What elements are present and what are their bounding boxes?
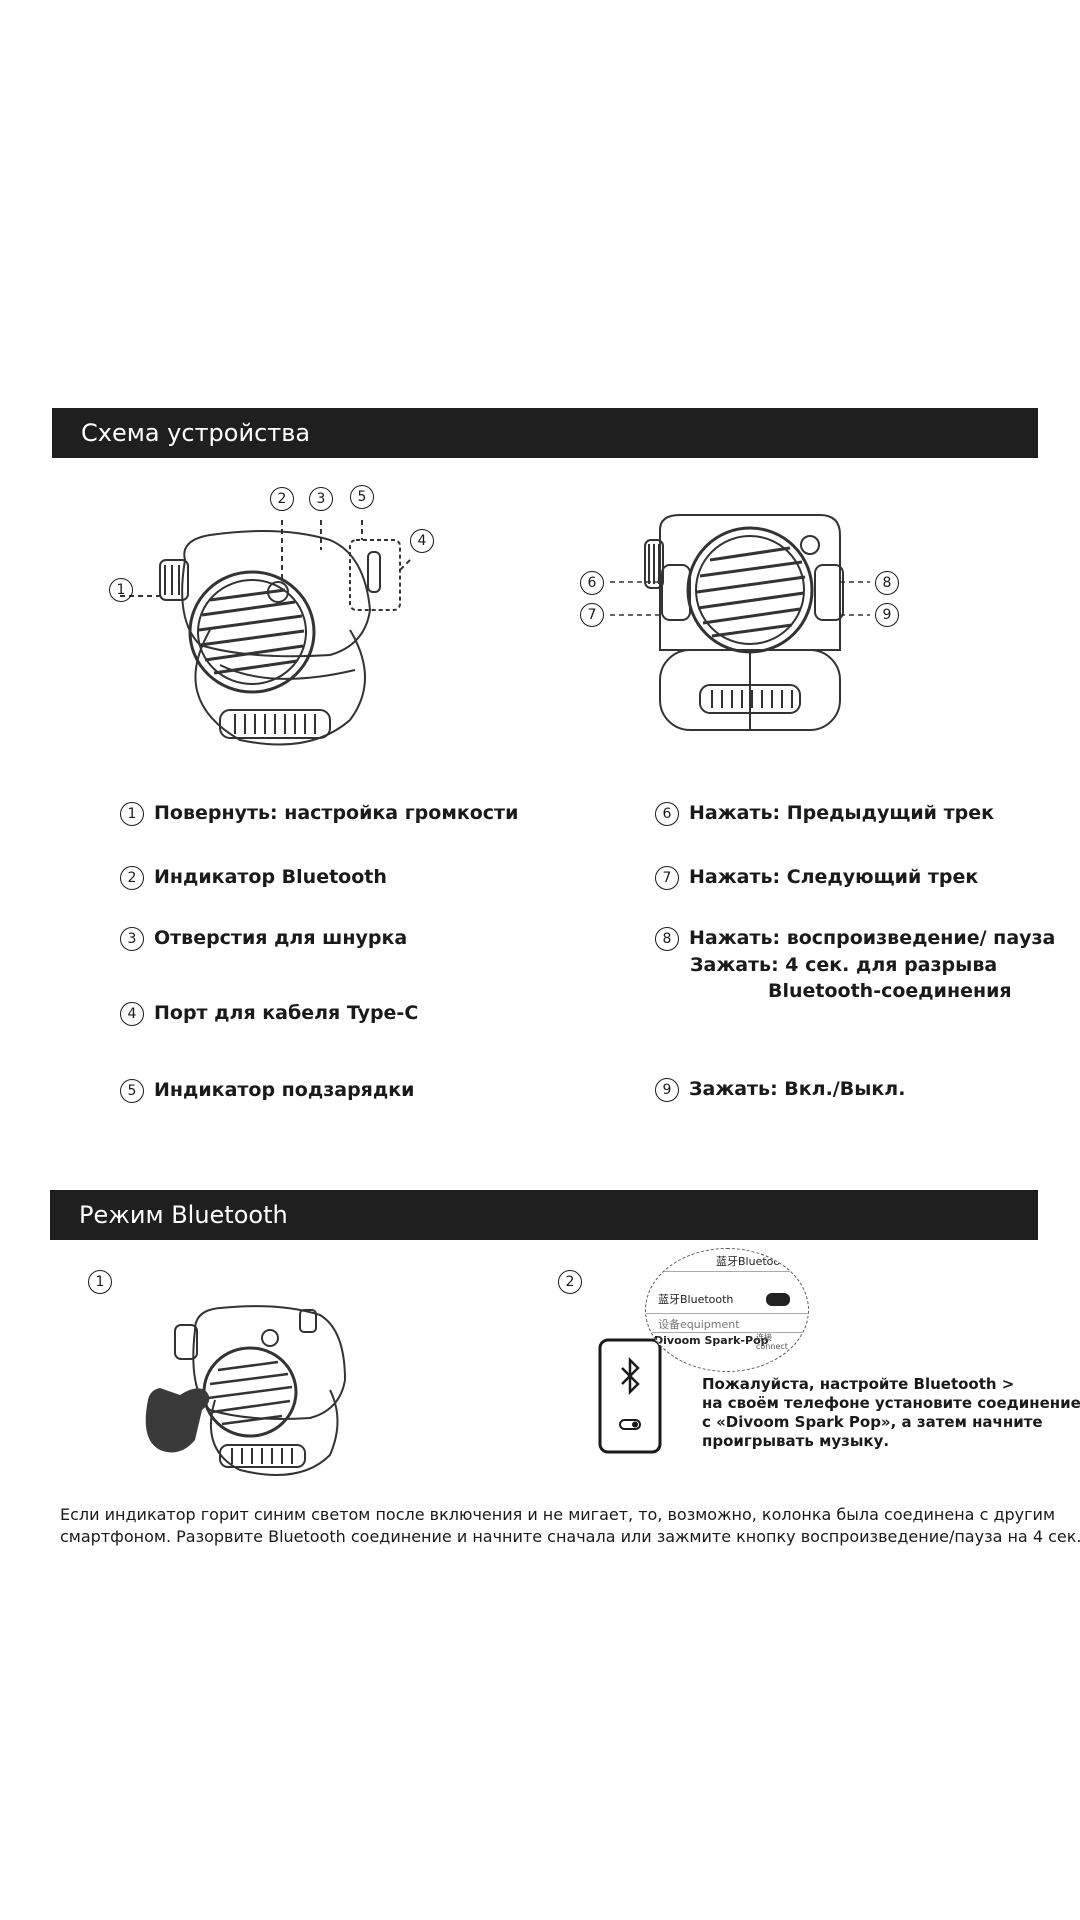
legend-item-8-line3: Bluetooth-соединения [768,978,1012,1004]
legend-text-1: Повернуть: настройка громкости [154,802,519,824]
step1-press-illustration [145,1305,347,1476]
instruction-line-3: с «Divoom Spark Pop», а затем начните [702,1413,1043,1431]
callout-9: 9 [875,603,899,627]
legend-item-9: 9 Зажать: Вкл./Выкл. [655,1076,905,1102]
bluetooth-note: Если индикатор горит синим светом после … [60,1504,1080,1548]
legend-item-4: 4 Порт для кабеля Type-C [120,1000,418,1026]
section-title-bluetooth: Режим Bluetooth [79,1201,288,1229]
legend-text-3: Отверстия для шнурка [154,927,408,949]
callout-8: 8 [875,571,899,595]
device-front-view-illustration [644,514,844,731]
bubble-header: 蓝牙Bluetooth [716,1255,792,1268]
callout-2: 2 [270,487,294,511]
instruction-line-2: на своём телефоне установите соединение [702,1394,1080,1412]
legend-item-2: 2 Индикатор Bluetooth [120,864,387,890]
section-header-bluetooth: Режим Bluetooth [50,1190,1038,1240]
legend-num-7: 7 [655,866,679,890]
bubble-connect-label: 连接 connect [756,1333,788,1351]
callout-4: 4 [410,529,434,553]
legend-text-9: Зажать: Вкл./Выкл. [689,1078,906,1100]
step-2-number: 2 [558,1270,582,1294]
legend-text-6: Нажать: Предыдущий трек [689,802,994,824]
callout-7: 7 [580,603,604,627]
legend-num-1: 1 [120,802,144,826]
section-title-device: Схема устройства [81,419,311,447]
legend-num-3: 3 [120,927,144,951]
legend-text-8-line3: Bluetooth-соединения [768,980,1012,1002]
legend-num-5: 5 [120,1079,144,1103]
instruction-line-1: Пожалуйста, настройте Bluetooth > [702,1375,1015,1393]
legend-item-5: 5 Индикатор подзарядки [120,1077,414,1103]
legend-item-3: 3 Отверстия для шнурка [120,925,407,951]
legend-item-8-line2: Зажать: 4 сек. для разрыва [690,952,997,978]
bluetooth-icon [621,1356,640,1396]
legend-item-6: 6 Нажать: Предыдущий трек [655,800,994,826]
legend-text-4: Порт для кабеля Type-C [154,1002,419,1024]
bluetooth-settings-bubble: 蓝牙Bluetooth 蓝牙Bluetooth 设备equipment Divo… [645,1248,809,1372]
callout-5: 5 [350,485,374,509]
bubble-toggle [766,1293,790,1306]
legend-text-2: Индикатор Bluetooth [154,866,387,888]
bluetooth-instructions: Пожалуйста, настройте Bluetooth > на сво… [702,1375,1080,1451]
legend-text-7: Нажать: Следующий трек [689,866,979,888]
callout-leaders-right [610,581,870,616]
callout-6: 6 [580,571,604,595]
legend-num-4: 4 [120,1002,144,1026]
step-1-number: 1 [88,1270,112,1294]
note-line-1: Если индикатор горит синим светом после … [60,1505,1056,1524]
legend-item-1: 1 Повернуть: настройка громкости [120,800,518,826]
bubble-toggle-label: 蓝牙Bluetooth [658,1293,734,1306]
legend-num-6: 6 [655,802,679,826]
phone-illustration [598,1338,662,1454]
instruction-line-4: проигрывать музыку. [702,1432,890,1450]
section-header-device: Схема устройства [52,408,1038,458]
note-line-2: смартфоном. Разорвите Bluetooth соединен… [60,1527,1080,1546]
callout-1: 1 [109,578,133,602]
legend-num-2: 2 [120,866,144,890]
device-side-view-illustration [120,520,411,746]
legend-text-8-line1: Нажать: воспроизведение/ пауза [689,927,1056,949]
legend-text-8-line2: Зажать: 4 сек. для разрыва [690,954,998,976]
legend-text-5: Индикатор подзарядки [154,1079,415,1101]
legend-item-7: 7 Нажать: Следующий трек [655,864,978,890]
legend-item-8: 8 Нажать: воспроизведение/ пауза [655,925,1055,951]
legend-num-9: 9 [655,1078,679,1102]
bubble-device-name: Divoom Spark-Pop [654,1334,769,1347]
legend-num-8: 8 [655,927,679,951]
callout-3: 3 [309,487,333,511]
bubble-devices-label: 设备equipment [658,1318,740,1331]
